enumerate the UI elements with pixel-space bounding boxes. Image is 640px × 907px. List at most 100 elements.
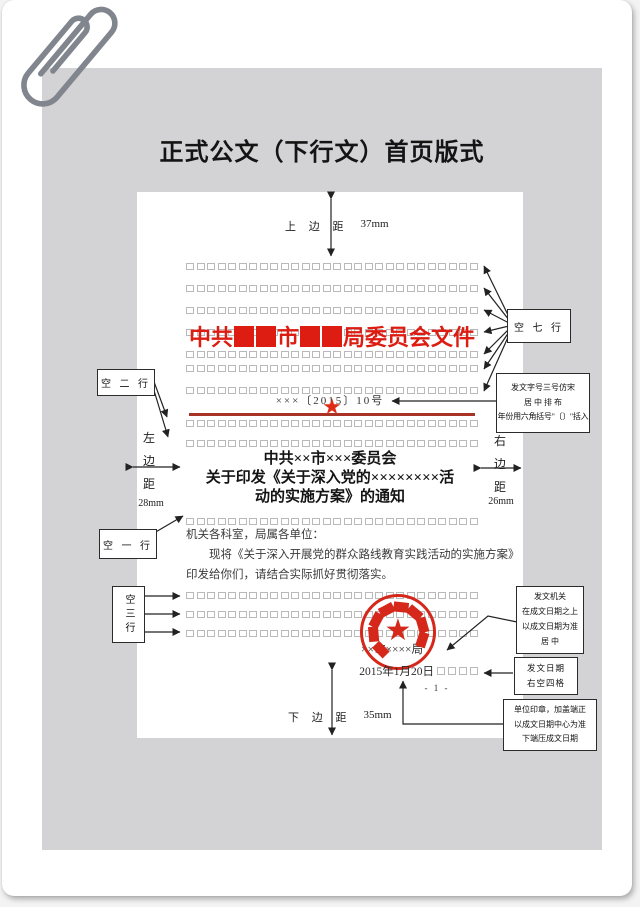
grid-square (291, 387, 300, 394)
grid-square (469, 387, 478, 394)
grid-square (238, 630, 247, 637)
grid-square (280, 518, 289, 525)
redacted-block (233, 325, 254, 347)
grid-row (186, 285, 478, 292)
grid-square (427, 263, 436, 270)
grid-square (343, 307, 352, 314)
grid-square (238, 351, 247, 358)
grid-square (291, 440, 300, 447)
body-line2: 印发给你们，请结合实际抓好贯彻落实。 (186, 569, 393, 581)
grid-square (375, 307, 384, 314)
heading-line2: 关于印发《关于深入党的××××××××活 (205, 470, 455, 486)
grid-square (438, 518, 447, 525)
grid-square (312, 592, 321, 599)
grid-square (259, 263, 268, 270)
grid-square (385, 307, 394, 314)
grid-square (375, 263, 384, 270)
grid-square (385, 440, 394, 447)
grid-square (196, 263, 205, 270)
grid-square (396, 387, 405, 394)
page-title: 正式公文（下行文）首页版式 (159, 139, 485, 166)
grid-square (438, 365, 447, 372)
grid-square (417, 365, 426, 372)
note-seal-placement: 单位印章，加盖端正 以成文日期中心为准 下端压成文日期 (503, 699, 597, 751)
grid-square (406, 420, 415, 427)
grid-square (270, 285, 279, 292)
date-trailing-squares (437, 667, 478, 675)
grid-square (217, 440, 226, 447)
grid-square (396, 420, 405, 427)
grid-square (207, 365, 216, 372)
grid-square (280, 307, 289, 314)
grid-square (469, 518, 478, 525)
grid-square (459, 263, 468, 270)
grid-square (396, 263, 405, 270)
grid-square (427, 518, 436, 525)
grid-square (312, 351, 321, 358)
grid-square (469, 263, 478, 270)
grid-square (469, 420, 478, 427)
grid-square (259, 365, 268, 372)
grid-square (196, 365, 205, 372)
grid-square (238, 285, 247, 292)
grid-square (385, 351, 394, 358)
grid-square (396, 285, 405, 292)
grid-square (196, 351, 205, 358)
right-margin-label: 右边距 (493, 434, 506, 494)
grid-square (291, 420, 300, 427)
grid-square (312, 285, 321, 292)
grid-square (207, 329, 216, 336)
grid-square (469, 307, 478, 314)
grid-square (270, 387, 279, 394)
grid-square (469, 351, 478, 358)
grid-square (417, 387, 426, 394)
grid-square (364, 420, 373, 427)
grid-square (301, 611, 310, 618)
grid-square (301, 420, 310, 427)
grid-square (417, 285, 426, 292)
masthead-part1: 中共 (188, 325, 233, 350)
grid-square (333, 285, 342, 292)
grid-square (322, 611, 331, 618)
grid-square (354, 365, 363, 372)
grid-square (207, 420, 216, 427)
grid-square (301, 307, 310, 314)
grid-square (364, 518, 373, 525)
note-issuing-authority: 发文机关 在成文日期之上 以成文日期为准 居 中 (516, 586, 584, 654)
grid-square (280, 440, 289, 447)
grid-square (469, 592, 478, 599)
grid-row (186, 440, 478, 447)
grid-square (396, 351, 405, 358)
grid-square (291, 592, 300, 599)
grid-square (406, 365, 415, 372)
grid-square (459, 329, 468, 336)
grid-square (333, 611, 342, 618)
grid-square (438, 420, 447, 427)
grid-square (438, 351, 447, 358)
document-date: 2015年1月20日 (359, 666, 434, 678)
right-margin-value: 26mm (488, 496, 514, 507)
grid-square (280, 365, 289, 372)
grid-square (459, 307, 468, 314)
grid-square (186, 263, 194, 270)
paperclip-icon (21, 6, 118, 107)
grid-square (238, 592, 247, 599)
grid-square (217, 387, 226, 394)
grid-square (196, 329, 205, 336)
grid-square (312, 611, 321, 618)
grid-square (312, 365, 321, 372)
grid-square (322, 263, 331, 270)
grid-row (186, 263, 478, 270)
grid-square (322, 285, 331, 292)
heading-line1: 中共××市×××委员会 (263, 451, 397, 467)
grid-square (333, 518, 342, 525)
grid-square (459, 518, 468, 525)
grid-square (459, 611, 468, 618)
grid-square (448, 387, 457, 394)
grid-square (217, 592, 226, 599)
grid-square (280, 630, 289, 637)
grid-square (207, 285, 216, 292)
masthead-part3: 局委员会文件 (343, 325, 476, 350)
grid-square (301, 285, 310, 292)
